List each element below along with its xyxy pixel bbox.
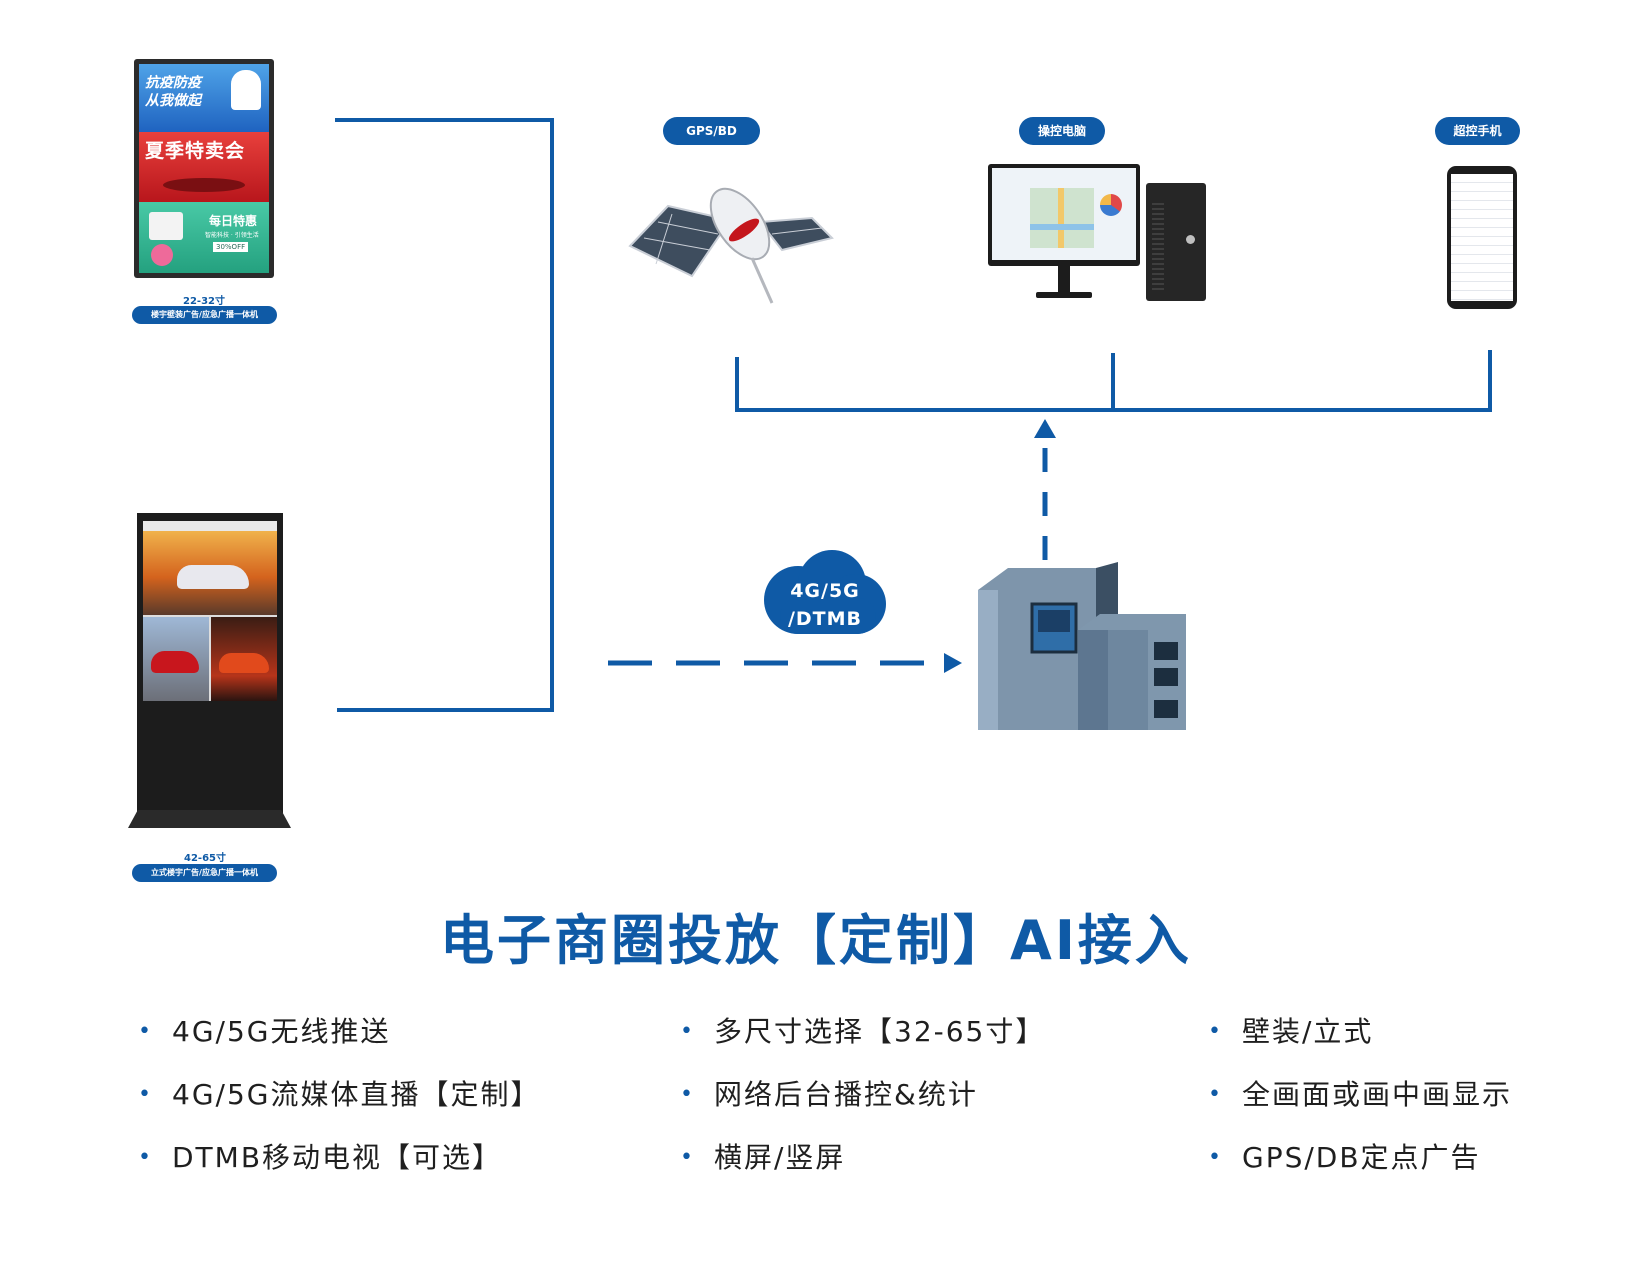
bullet-icon: • [138,1019,153,1044]
feature-text: 全画面或画中画显示 [1242,1078,1513,1111]
bullet-icon: • [138,1145,153,1170]
feature-text: 网络后台播控&统计 [714,1078,978,1111]
car-image-right [211,617,277,701]
feature-text: 多尺寸选择【32-65寸】 [714,1015,1046,1048]
monitor-map-area [1030,188,1094,248]
bullet-icon: • [138,1082,153,1107]
screen-panel-sale: 夏季特卖会 [139,132,269,202]
display-bracket-line [335,118,554,712]
car-shape-white [177,565,249,589]
pink-product-shape [151,244,173,266]
screen-text-daily: 每日特惠 [209,214,258,228]
monitor-screen [992,168,1136,260]
router-product-shape [149,212,183,240]
pc-label: 操控电脑 [1019,117,1105,145]
map-road-shape [1058,188,1064,248]
screen-text-daily-sub: 智能科技 · 引领生活 [205,232,259,239]
wall-display: 抗疫防疫 从我做起 夏季特卖会 每日特惠 智能科技 · 引领生活 30%OFF [134,59,274,278]
feature-item: • GPS/DB定点广告 [1208,1136,1481,1176]
bullet-icon: • [1208,1019,1223,1044]
pc-tower-icon [1146,183,1206,301]
feature-text: 4G/5G流媒体直播【定制】 [172,1078,541,1111]
cloud-icon [764,550,886,634]
gps-label: GPS/BD [663,117,760,145]
phone-screen [1451,174,1513,301]
screen-panel-epidemic: 抗疫防疫 从我做起 [139,64,269,132]
feature-item: • 全画面或画中画显示 [1208,1073,1512,1113]
car-image-main [143,531,277,615]
monitor-stand [1058,266,1070,296]
floor-display [137,513,283,813]
cloud-text-line1: 4G/5G [790,580,860,602]
cloud-text-line2: /DTMB [787,608,863,630]
sale-podium-shape [163,178,245,192]
bullet-icon: • [680,1019,695,1044]
feature-item: • 横屏/竖屏 [680,1136,845,1176]
feature-item: • 4G/5G无线推送 [138,1010,390,1050]
feature-text: 4G/5G无线推送 [172,1015,391,1048]
main-title: 电子商圈投放【定制】AI接入 [440,909,1192,972]
screen-text-epidemic: 抗疫防疫 [145,75,201,91]
map-river-shape [1030,224,1094,230]
right-arrow-head [944,653,962,673]
phone-label: 超控手机 [1435,117,1520,145]
feature-text: DTMB移动电视【可选】 [172,1141,503,1174]
screen-top-bar [143,521,277,531]
up-arrow-head [1034,419,1056,438]
monitor-pie-chart [1100,194,1122,216]
floor-display-screen [143,521,277,701]
feature-text: 横屏/竖屏 [714,1141,846,1174]
monitor-icon [988,164,1140,266]
monitor-base [1036,292,1092,298]
bullet-icon: • [1208,1145,1223,1170]
wall-display-screen: 抗疫防疫 从我做起 夏季特卖会 每日特惠 智能科技 · 引领生活 30%OFF [139,64,269,273]
car-image-left [143,617,209,701]
bullet-icon: • [680,1082,695,1107]
feature-item: • 壁装/立式 [1208,1010,1373,1050]
screen-panel-daily: 每日特惠 智能科技 · 引领生活 30%OFF [139,202,269,273]
tower-vent [1152,203,1164,293]
car-shape-orange [219,653,269,673]
wall-display-size: 22-32寸 [183,296,225,307]
floor-display-label: 立式楼宇广告/应急广播一体机 [132,864,277,882]
feature-item: • 网络后台播控&统计 [680,1073,978,1113]
car-shape-red [151,651,199,673]
screen-text-sale: 夏季特卖会 [145,140,246,162]
doctor-figure-icon [231,70,261,110]
bullet-icon: • [1208,1082,1223,1107]
screen-text-epidemic-2: 从我做起 [145,93,201,109]
bullet-icon: • [680,1145,695,1170]
phone-icon [1447,166,1517,309]
feature-item: • 4G/5G流媒体直播【定制】 [138,1073,540,1113]
wall-display-label: 楼宇壁装广告/应急广播一体机 [132,306,277,324]
screen-text-discount: 30%OFF [213,242,249,252]
server-icon [978,562,1186,730]
satellite-icon [628,187,834,304]
floor-display-size: 42-65寸 [184,853,226,864]
floor-display-base [128,810,291,828]
feature-text: 壁装/立式 [1242,1015,1374,1048]
feature-item: • 多尺寸选择【32-65寸】 [680,1010,1045,1050]
feature-text: GPS/DB定点广告 [1242,1141,1481,1174]
tower-logo [1186,235,1195,244]
feature-item: • DTMB移动电视【可选】 [138,1136,502,1176]
